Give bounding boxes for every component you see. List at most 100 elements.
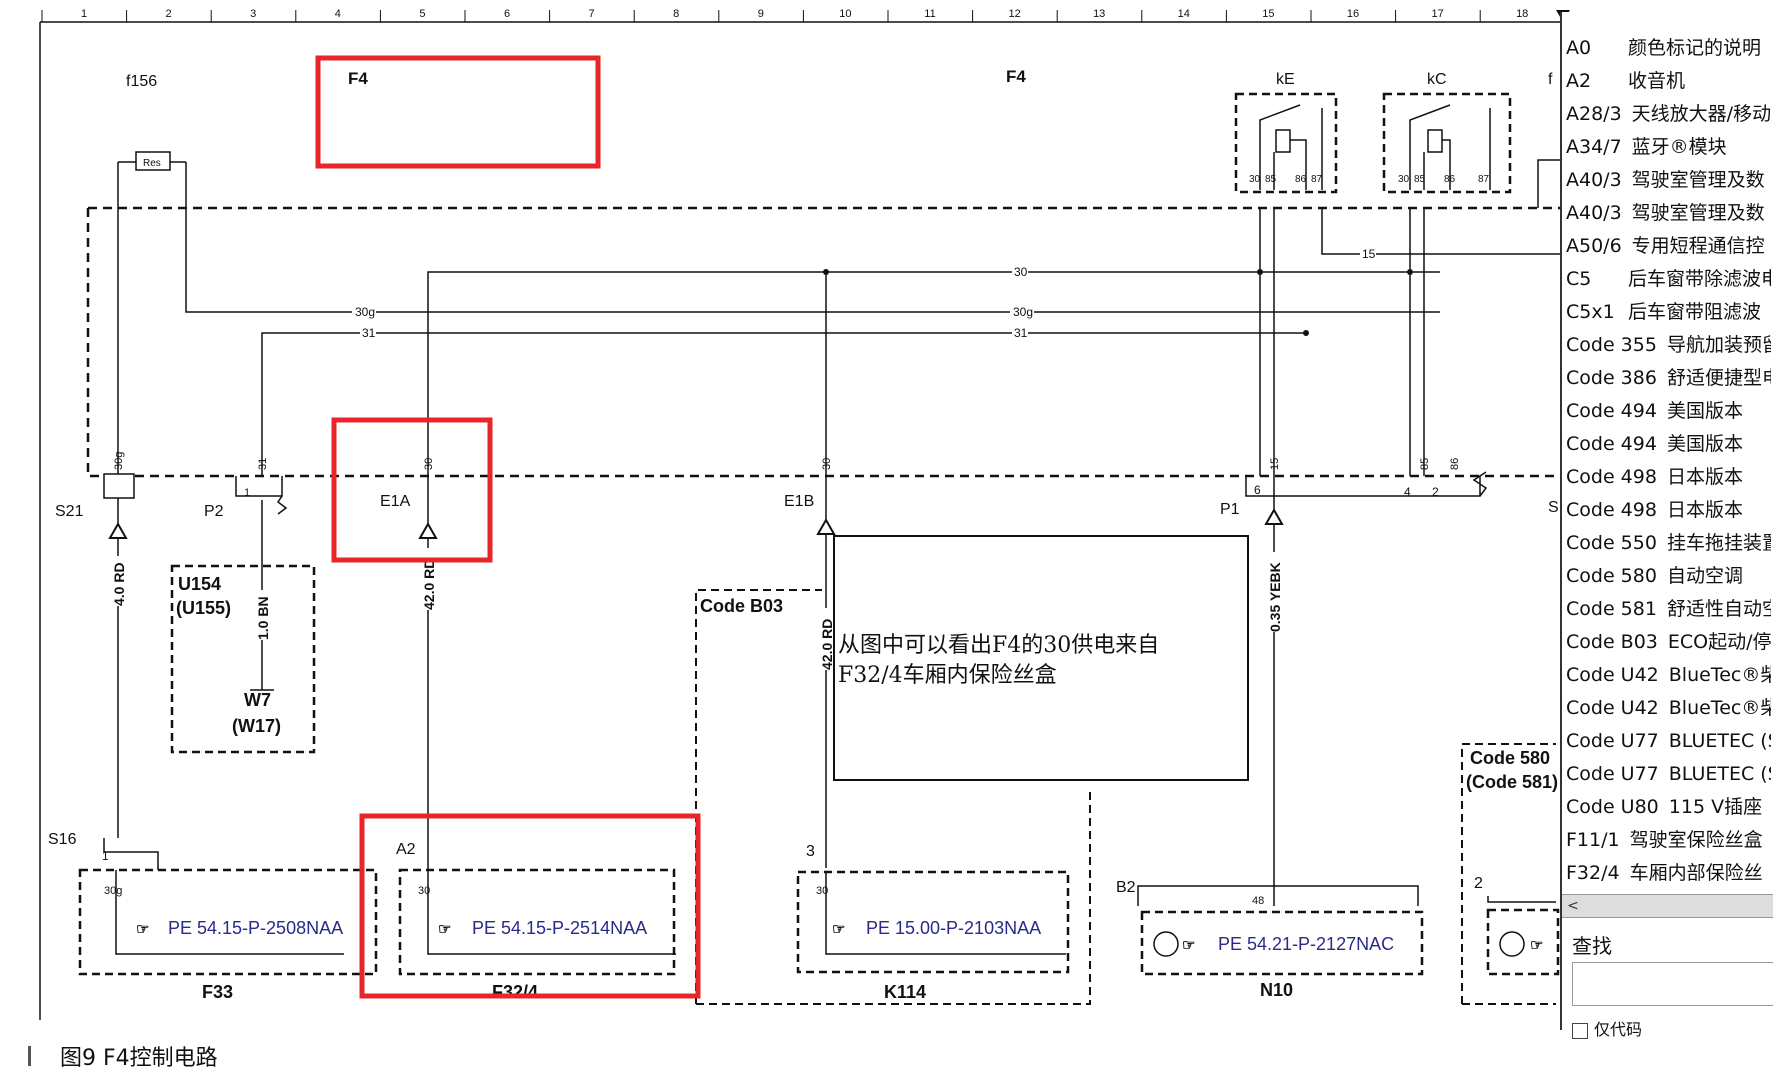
horizontal-scrollbar[interactable]: < <box>1562 894 1773 918</box>
p1-pin2-label: 2 <box>1432 485 1439 499</box>
legend-code: Code 580 <box>1566 565 1657 587</box>
legend-text: 专用短程通信控 <box>1631 235 1765 257</box>
ruler-number: 15 <box>1262 8 1274 20</box>
ruler-number: 2 <box>166 8 172 20</box>
w17-label: (W17) <box>232 716 281 736</box>
pin-15-label: 15 <box>1269 458 1281 470</box>
legend-code: A2 <box>1566 70 1592 92</box>
legend-code: Code U42 <box>1566 664 1659 686</box>
partial-component-right: 2 ☞ <box>1474 875 1560 976</box>
ruler-number: 11 <box>924 8 935 20</box>
pin-85-label: 85 <box>1419 458 1431 470</box>
wire-labels: 30g 30g 31 31 30 15 <box>352 247 1376 340</box>
code-b03-label: Code B03 <box>700 596 783 616</box>
ruler-number: 12 <box>1008 8 1020 20</box>
relay-ke: kE 30 85 86 87 <box>1234 71 1338 194</box>
ruler-number: 9 <box>758 8 764 20</box>
legend-text: BLUETEC (S <box>1668 730 1771 752</box>
code-580-region: Code 580 (Code 581) <box>1461 743 1558 1005</box>
n10-label: N10 <box>1260 980 1293 1000</box>
legend-code: Code 550 <box>1566 532 1657 554</box>
legend-text: 收音机 <box>1628 70 1686 92</box>
p1-pin4-label: 4 <box>1404 485 1411 499</box>
book-icon: ☞ <box>1182 937 1195 954</box>
f32-ref: PE 54.15-P-2514NAA <box>472 918 647 938</box>
p1-label: P1 <box>1220 501 1240 518</box>
relay-ke-pin: 87 <box>1311 174 1323 185</box>
relay-ke-pin: 86 <box>1295 174 1307 185</box>
ground-sensor-icon <box>1499 931 1525 957</box>
legend-text: BlueTec®柴 <box>1668 664 1771 686</box>
scroll-left-arrow-icon[interactable]: < <box>1567 898 1579 914</box>
wire-e1a-spec: 42.0 RD <box>421 559 437 610</box>
legend-item[interactable]: A2 收音机 <box>1566 65 1771 98</box>
u154-box: U154 (U155) W7 (W17) <box>170 564 316 754</box>
legend-code: Code 581 <box>1566 598 1657 620</box>
search-input[interactable] <box>1572 962 1773 1006</box>
pin-30-label: 30 <box>423 458 435 470</box>
k114-ref: PE 15.00-P-2103NAA <box>866 918 1041 938</box>
legend-code: C5x1 <box>1566 301 1615 323</box>
legend-text: 车厢内部保险丝 <box>1629 862 1763 884</box>
legend-text: 美国版本 <box>1666 433 1743 455</box>
legend-text: 舒适便捷型电 <box>1666 367 1771 389</box>
wire-31-label: 31 <box>1014 326 1028 340</box>
code-only-checkbox-row[interactable]: 仅代码 <box>1572 1016 1642 1040</box>
code-only-checkbox[interactable] <box>1572 1022 1588 1039</box>
legend-text: 驾驶室管理及数 <box>1631 169 1765 191</box>
pin-86-label: 86 <box>1449 458 1461 470</box>
legend-code: Code U80 <box>1566 796 1659 818</box>
legend-item[interactable]: Code U80 115 V插座 <box>1566 791 1771 824</box>
legend-code: Code 498 <box>1566 466 1657 488</box>
legend-text: BlueTec®柴 <box>1668 697 1771 719</box>
f33-pin-30g: 30g <box>104 885 122 897</box>
figure-caption: 图9 F4控制电路 <box>60 1046 218 1071</box>
wire-30-label: 30 <box>1014 265 1028 279</box>
legend-text: 115 V插座 <box>1668 796 1763 818</box>
ruler-number: 18 <box>1516 8 1528 20</box>
f4-module-boundary <box>86 206 1560 478</box>
book-icon: ☞ <box>1530 937 1543 954</box>
junction-dots <box>823 269 1413 336</box>
b2-label: B2 <box>1116 879 1136 896</box>
p2-label: P2 <box>204 503 224 520</box>
legend-item[interactable]: Code U42 BlueTec®柴 <box>1566 659 1771 692</box>
pin-31-label: 31 <box>257 458 269 470</box>
code-only-label: 仅代码 <box>1594 1020 1643 1039</box>
legend-code: Code 494 <box>1566 400 1657 422</box>
k114-label: K114 <box>884 982 926 1002</box>
annotation-callout: 从图中可以看出F4的30供电来自 F32/4车厢内保险丝盒 <box>833 535 1249 781</box>
book-icon: ☞ <box>136 921 149 938</box>
external-wires <box>117 476 1275 906</box>
legend-text: ECO起动/停止 <box>1667 631 1771 653</box>
note-line-2: F32/4车厢内保险丝盒 <box>838 663 1057 688</box>
note-line-1: 从图中可以看出F4的30供电来自 <box>838 633 1159 658</box>
relay-ke-pin: 85 <box>1265 174 1277 185</box>
